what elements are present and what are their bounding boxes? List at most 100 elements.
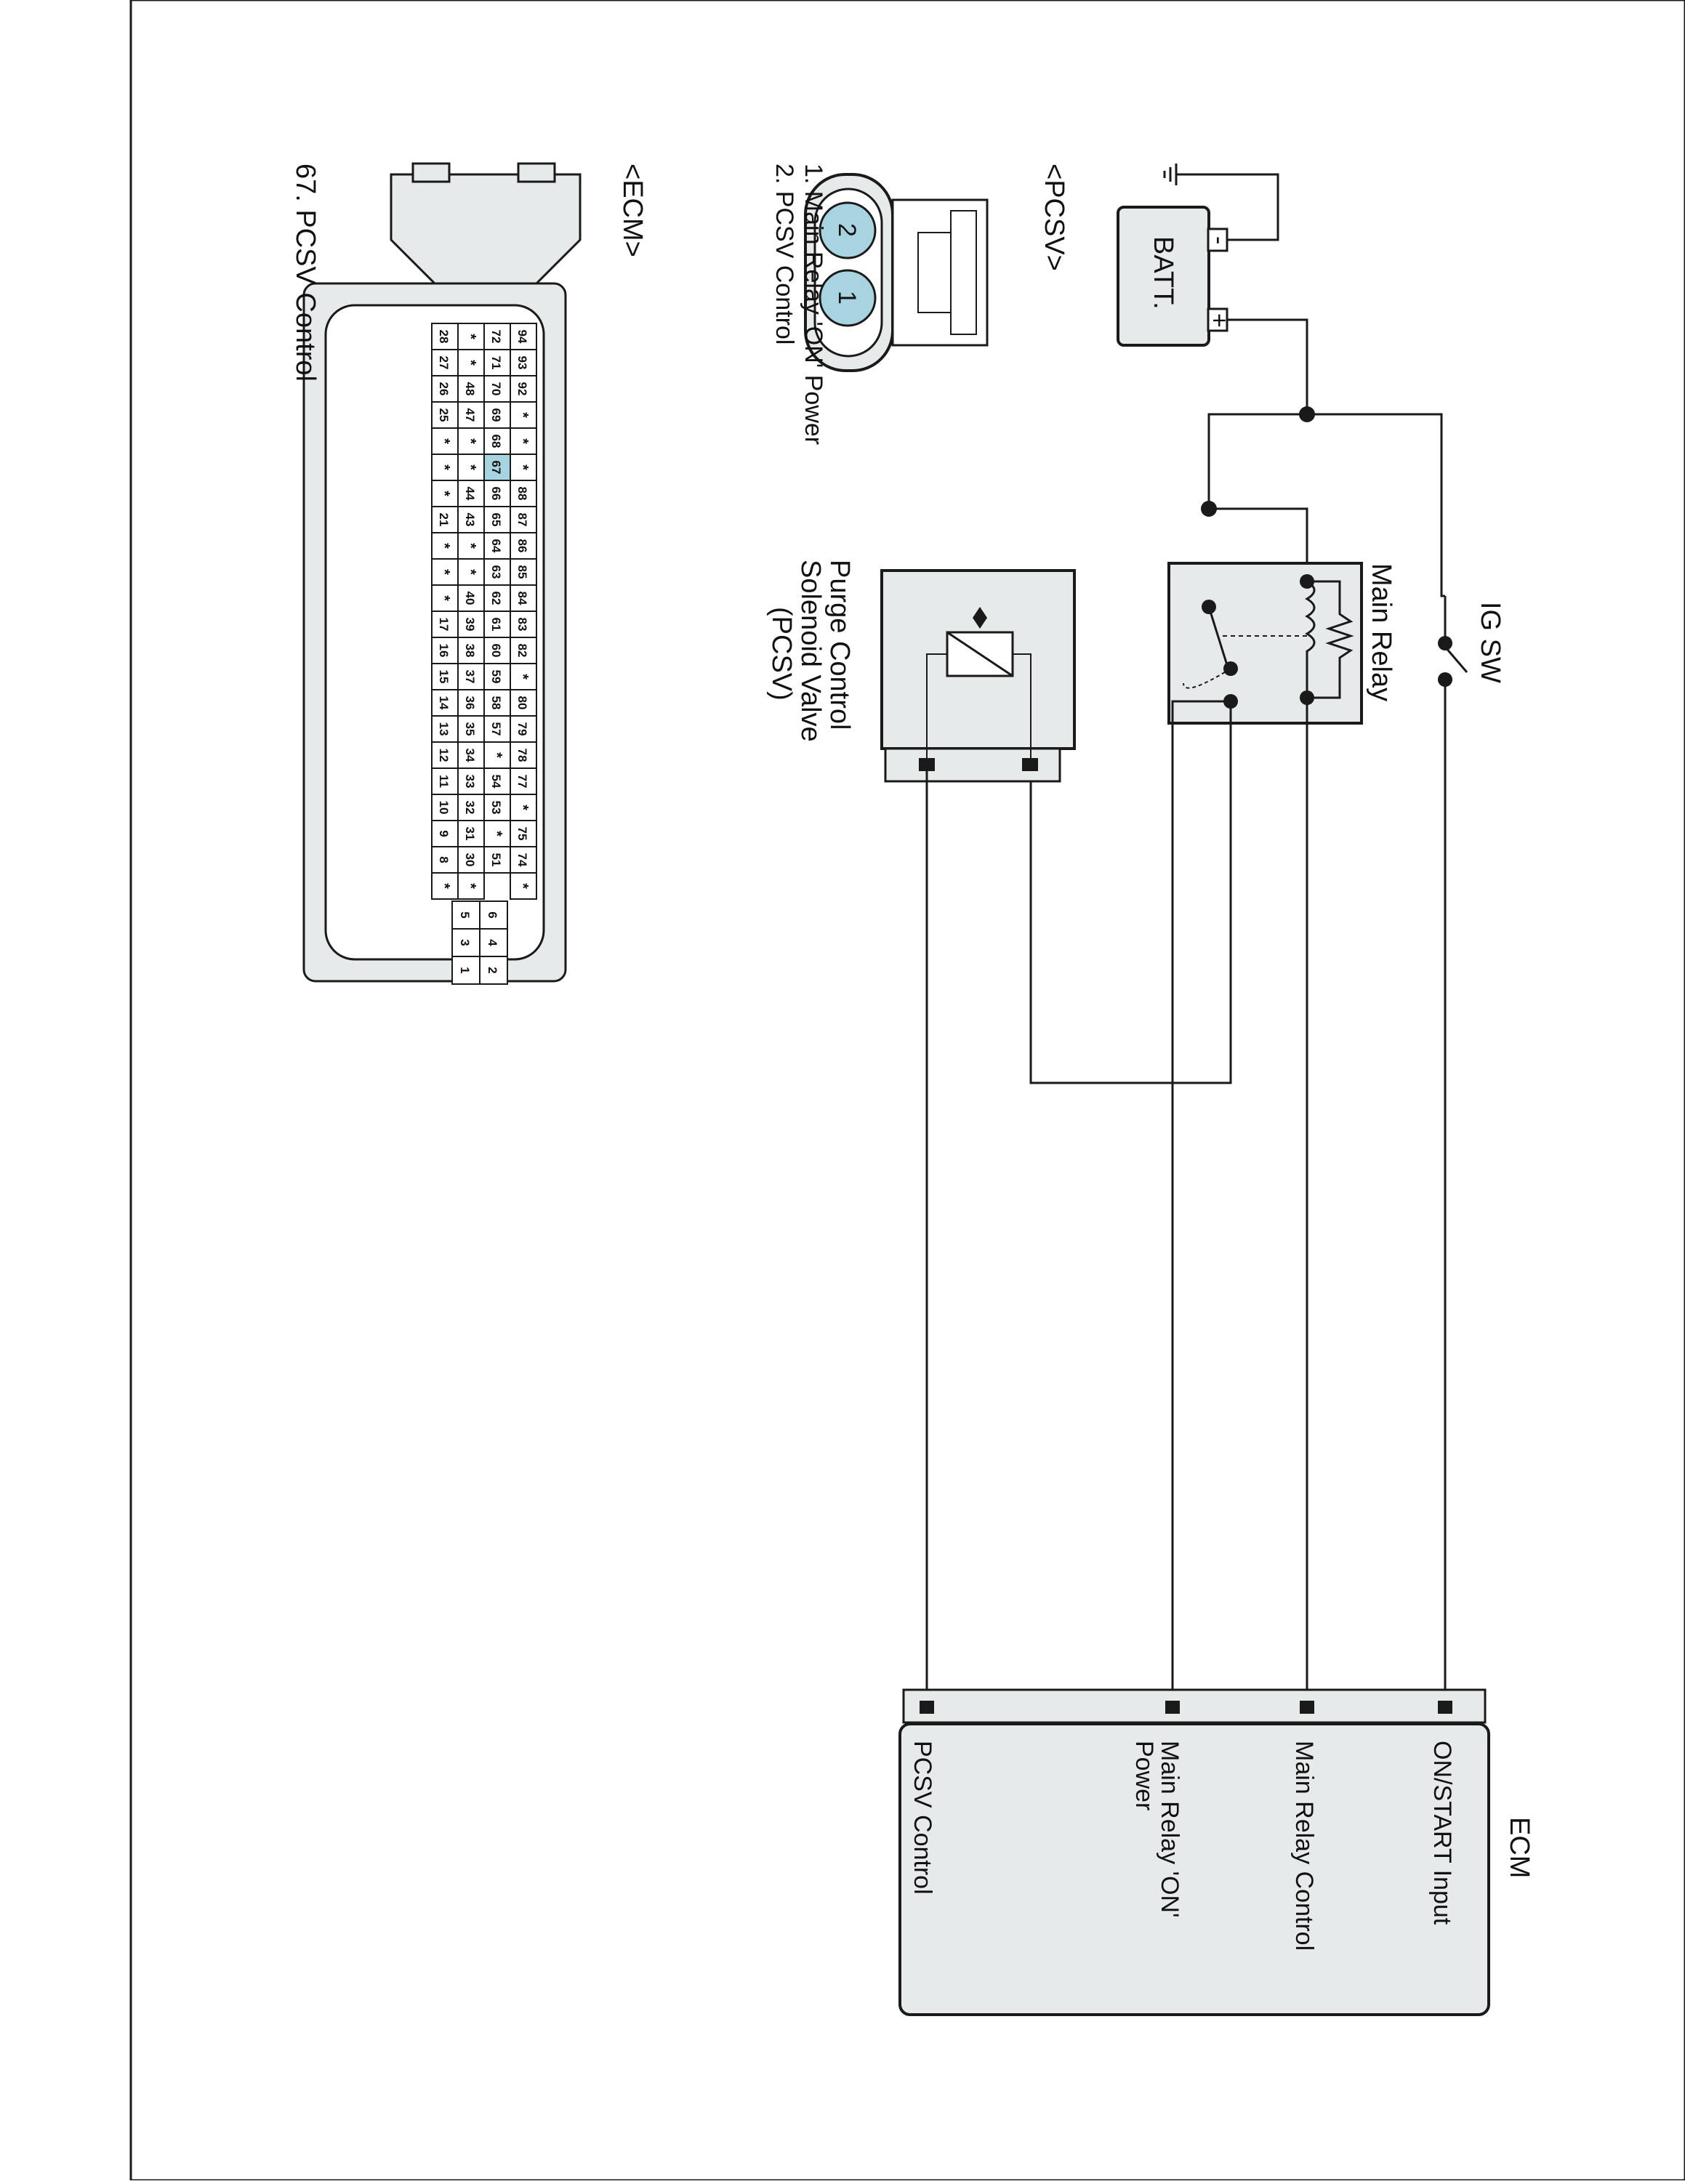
ecm-pin-label: 25 [437, 408, 451, 422]
ecm-pin-label: 58 [489, 696, 503, 710]
ecm-pin-label: 43 [463, 513, 477, 527]
ecm-power-pin-label: 5 [458, 911, 472, 918]
ecm-pin-label: 57 [489, 722, 503, 736]
ecm-connector-view: <ECM> 949392***88878685848382*80797877*7… [290, 162, 648, 985]
battery: BATT. - + [1117, 206, 1233, 347]
ecm-module: ECM ON/START Input Main Relay Control Ma… [898, 1688, 1535, 2016]
ecm-power-pin-label: 2 [486, 967, 499, 973]
pcsv-connector-title: <PCSV> [1039, 164, 1069, 271]
pcsv-pin-desc-2: 2. PCSV Control [771, 164, 798, 344]
pcsv-pin-1: 1 [833, 291, 861, 305]
ecm-pin-label: * [462, 883, 478, 889]
ecm-pin-label: 75 [515, 827, 529, 841]
ecm-power-pin-label: 6 [486, 911, 499, 918]
ecm-pin-label: 33 [463, 775, 477, 789]
main-relay-label: Main Relay [1366, 563, 1396, 701]
ground-icon [1163, 164, 1178, 185]
pcsv-pin-2: 2 [833, 223, 861, 237]
ecm-pin-label: 63 [489, 565, 503, 579]
ecm-pin-label: 39 [463, 618, 477, 632]
ecm-pin-label: 27 [437, 356, 451, 370]
ecm-pin-label: 93 [515, 356, 529, 370]
ecm-pin-label: 84 [515, 592, 529, 605]
ecm-pin-label: * [462, 438, 478, 444]
ecm-pin-label: 26 [437, 382, 451, 396]
ecm-pin-label: * [515, 674, 531, 680]
ecm-pin-label: 36 [463, 696, 477, 710]
ecm-pin-label: 72 [489, 330, 503, 344]
ecm-pin-label: 86 [515, 539, 529, 553]
ecm-pin-label: 59 [489, 670, 503, 684]
battery-minus-sign: - [1205, 236, 1233, 244]
ig-sw-switch: IG SW [1438, 596, 1505, 687]
ecm-pin-label: 71 [489, 356, 503, 370]
ecm-pin-cell [510, 872, 537, 900]
ecm-pin-label: 16 [437, 644, 451, 658]
ecm-pin-label: * [436, 883, 452, 889]
ecm-pin-label: 40 [463, 592, 477, 605]
ecm-pin-label: * [462, 464, 478, 470]
battery-label: BATT. [1148, 236, 1178, 310]
main-relay: Main Relay [1167, 562, 1396, 725]
main-relay-on-power-wire [1171, 700, 1231, 1690]
ecm-connector-title: <ECM> [617, 164, 648, 257]
ecm-pin-label: 83 [515, 618, 529, 632]
pcsv-label-line2: Solenoid Valve [795, 560, 826, 742]
battery-plus-sign: + [1205, 313, 1233, 328]
ecm-pin-label: 44 [463, 487, 477, 501]
ecm-pin-label: * [462, 360, 478, 366]
ecm-pin-label: 31 [463, 827, 477, 841]
ecm-pin-label: 38 [463, 644, 477, 658]
ecm-pin-pcsv-control: PCSV Control [909, 1741, 936, 1895]
ecm-pin-label: 12 [437, 749, 451, 762]
ecm-pin-main-relay-control: Main Relay Control [1290, 1741, 1318, 1951]
ecm-pin-label: * [436, 491, 452, 496]
ecm-label: ECM [1504, 1817, 1535, 1878]
ecm-pin-label: 78 [515, 749, 529, 762]
ecm-power-pin-cell [451, 956, 480, 985]
ecm-pin-label: 70 [489, 382, 503, 396]
ecm-pin-label: 64 [489, 539, 503, 553]
ecm-pin-label: * [515, 464, 531, 470]
relay-to-pcsv-wire [1029, 701, 1232, 1084]
ecm-pin-label: 17 [437, 618, 451, 632]
ecm-pin-on-start: ON/START Input [1428, 1741, 1456, 1925]
ecm-pin-label: 48 [463, 382, 477, 396]
relay-coil-feed-wire [1209, 507, 1308, 581]
ecm-pin-label: * [436, 595, 452, 601]
ecm-pin-label: 61 [489, 618, 503, 632]
ecm-pin-label: 10 [437, 801, 451, 815]
ecm-pin-label: 13 [437, 722, 451, 736]
ecm-pin-label: * [436, 464, 452, 470]
ecm-pin-label: * [436, 438, 452, 444]
ecm-power-pin-label: 4 [486, 939, 499, 946]
ecm-pin-label: 30 [463, 853, 477, 867]
battery-plus-wire [1227, 318, 1308, 414]
ecm-pin-label: 34 [463, 749, 477, 762]
ecm-pin-label: * [515, 883, 531, 889]
ig-sw-feed-wire [1307, 413, 1445, 597]
ecm-pin-label: 77 [515, 775, 529, 789]
ecm-pin-desc: 67. PCSV Control [290, 164, 321, 382]
pcsv-label-line3: (PCSV) [766, 607, 797, 701]
ecm-pin-label: 8 [437, 856, 451, 863]
ecm-pin-label: 79 [515, 722, 529, 736]
ecm-pin-label: 68 [489, 435, 503, 448]
ecm-pin-label: 15 [437, 670, 451, 684]
ecm-pin-label: 82 [515, 644, 529, 658]
ecm-pin-label: 74 [515, 853, 529, 867]
ecm-pin-label: 47 [463, 408, 477, 422]
ecm-pin-label: 37 [463, 670, 477, 684]
ecm-pin-grid: 949392***88878685848382*80797877*7574*72… [431, 323, 537, 900]
ecm-pin-main-relay-on-power-1: Main Relay 'ON' [1156, 1741, 1183, 1918]
pcsv-connector-view: <PCSV> 2 1 1. Main Relay 'ON' Power 2. P… [771, 164, 1069, 445]
ecm-pin-label: * [462, 569, 478, 575]
ecm-pin-label: 35 [463, 722, 477, 736]
ecm-pin-label: * [436, 543, 452, 549]
ecm-pin-label: * [488, 831, 504, 837]
pcsv-pin-1-circle [819, 269, 877, 327]
ecm-pin-label: 88 [515, 487, 529, 501]
ecm-pin-label: 54 [489, 775, 503, 789]
ecm-pin-label: 51 [489, 853, 503, 867]
